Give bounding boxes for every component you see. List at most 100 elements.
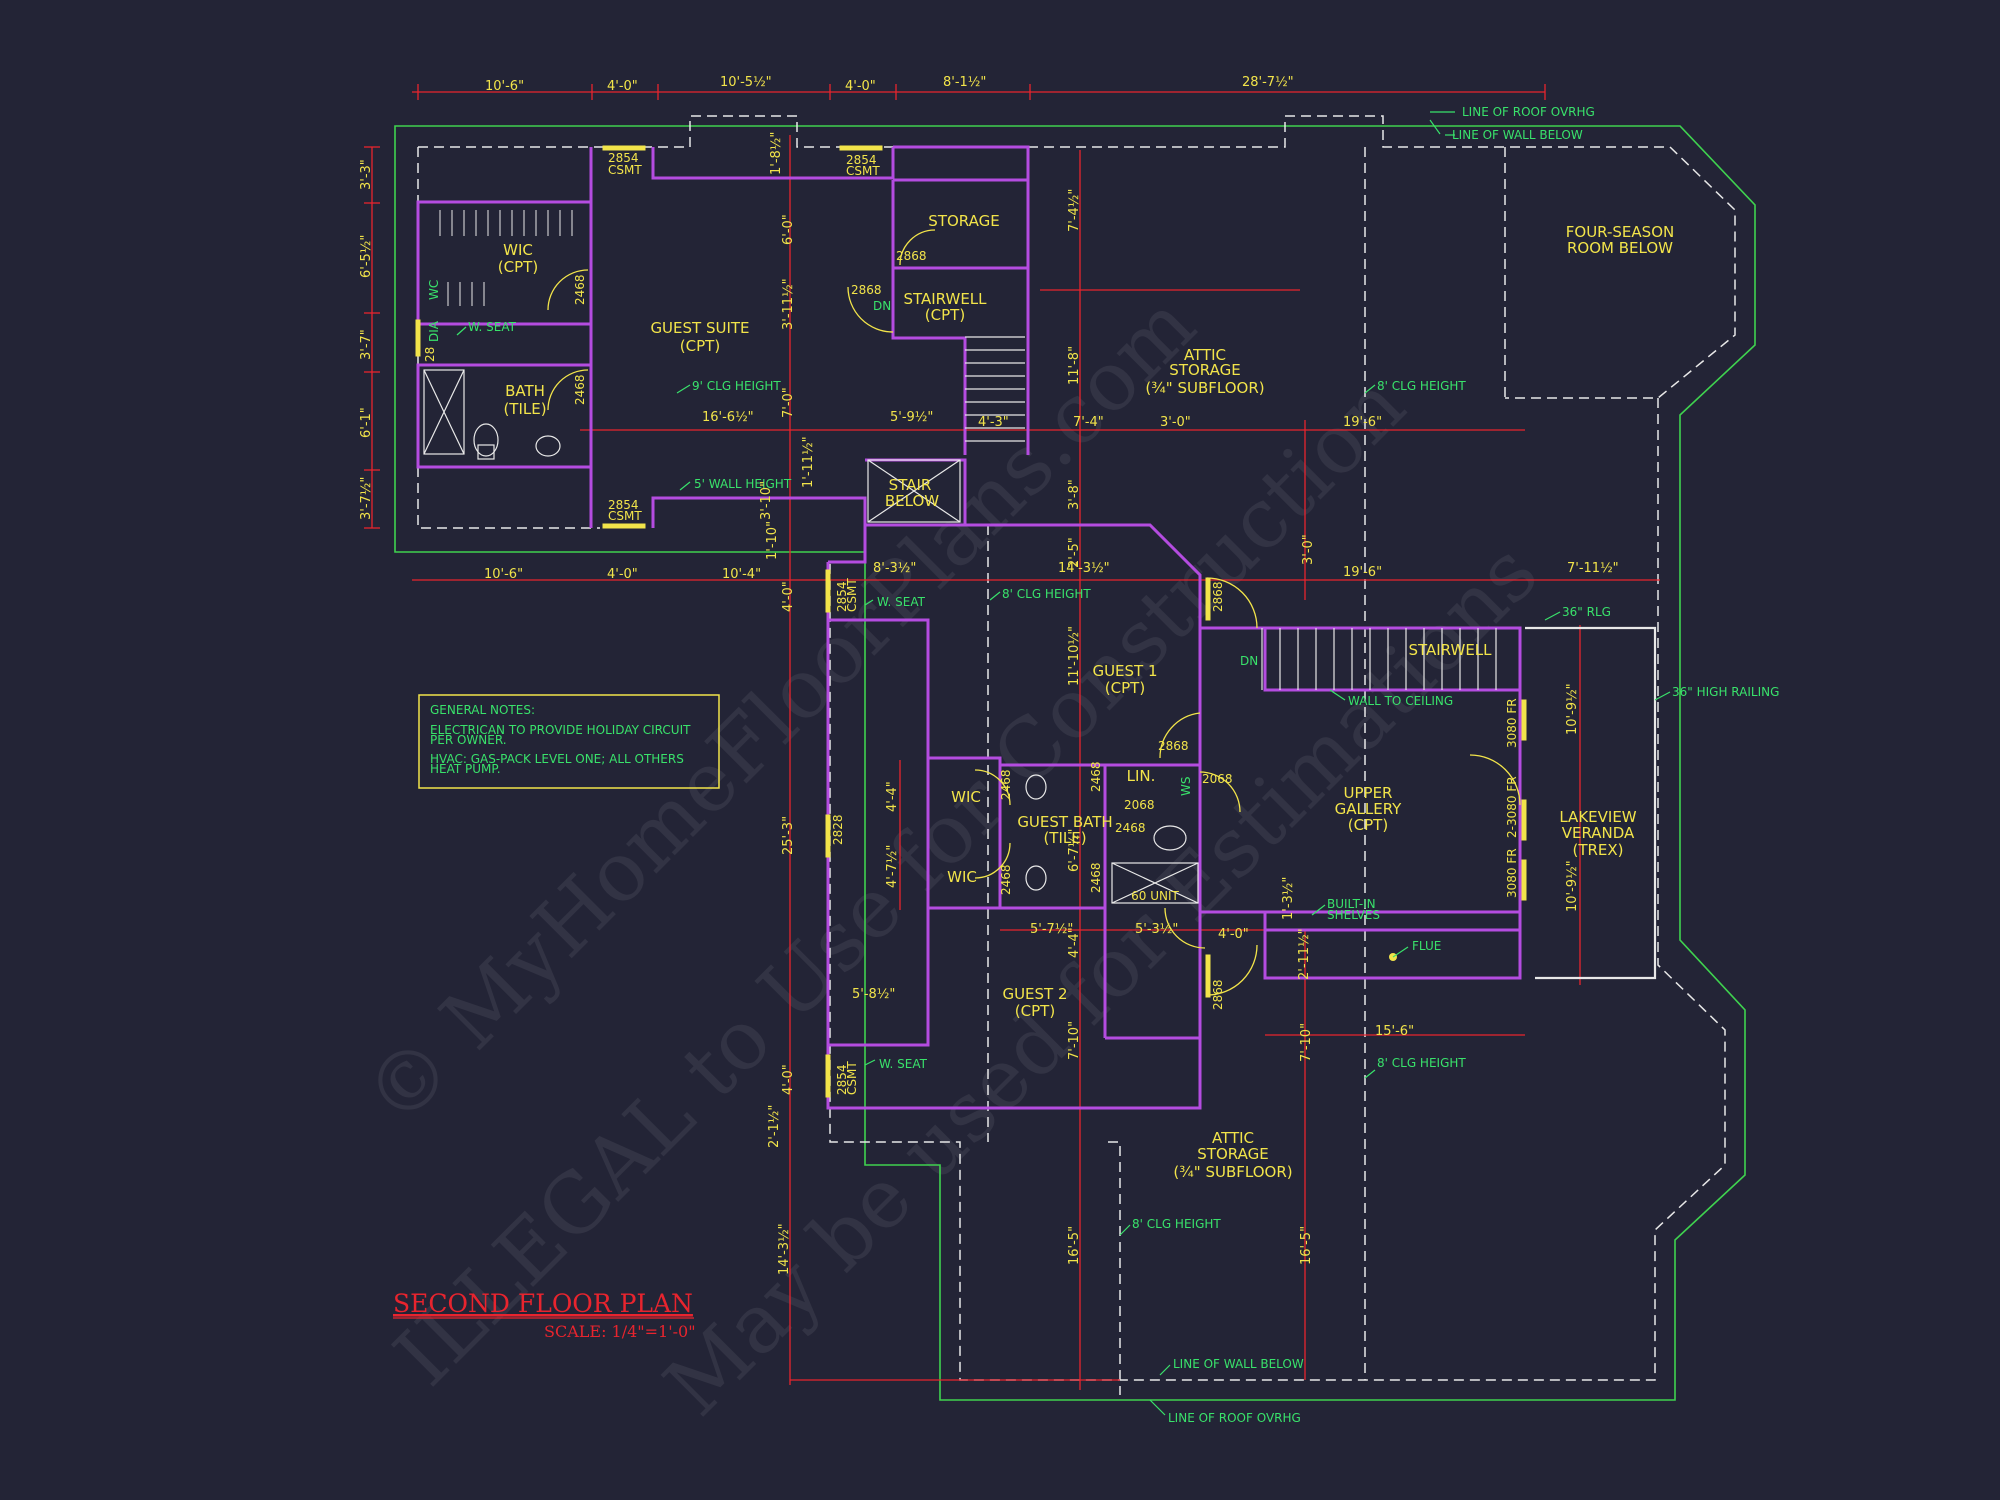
dim-l-10: 5'-7½": [1030, 922, 1073, 937]
dim-mid-4: 8'-3½": [873, 561, 916, 576]
dim-l-2: 25'-3": [781, 816, 796, 855]
dim-l-17: 2'-11½": [1297, 928, 1312, 980]
dim-inner-4: 7'-4": [1073, 415, 1104, 430]
tag-csmt-1-size: 2854: [608, 151, 639, 165]
tag-2468-d: 2468: [1089, 761, 1103, 792]
notes-item-1-line-2: PER OWNER.: [430, 733, 507, 747]
dim-v-7: 3'-10": [759, 481, 774, 520]
dim-left-2: 6'-5½": [359, 235, 374, 278]
room-attic-bottom-3: (¾" SUBFLOOR): [1173, 1163, 1292, 1181]
room-guest-2-name: GUEST 2: [1002, 985, 1067, 1003]
note-clg-9: 9' CLG HEIGHT: [692, 379, 781, 393]
window-markers: [415, 145, 1527, 1098]
room-wic-b: WIC: [947, 868, 977, 886]
tag-csmt-3-size: 2854: [608, 498, 639, 512]
tag-2068-a: 2068: [1124, 798, 1155, 812]
dim-v-1: 1'-8½": [769, 132, 784, 175]
tag-fr-3: 3080 FR: [1505, 848, 1519, 898]
dim-inner-1: 16'-6½": [702, 410, 754, 425]
room-veranda-2: VERANDA: [1562, 824, 1635, 842]
note-roof-ovrhg-top: LINE OF ROOF OVRHG: [1462, 105, 1595, 119]
note-wall-below-bottom: LINE OF WALL BELOW: [1173, 1357, 1304, 1371]
dim-l-23: 10'-9½": [1565, 860, 1580, 912]
dim-v-9: 11'-8": [1067, 346, 1082, 385]
dim-v-11: 2'-5": [1067, 537, 1082, 568]
plan-scale: SCALE: 1/4"=1'-0": [544, 1322, 696, 1341]
dim-l-4: 4'-7½": [885, 845, 900, 888]
note-dia: DIA: [427, 320, 441, 342]
dim-l-13: 7'-10": [1067, 1021, 1082, 1060]
dim-left-4: 6'-1": [359, 407, 374, 438]
dim-l-6: 4'-0": [781, 1064, 796, 1095]
notes-item-2-line-1: HVAC: GAS-PACK LEVEL ONE; ALL OTHERS: [430, 752, 684, 766]
veranda-railing: [1525, 626, 1657, 980]
dim-left-5: 3'-7½": [359, 477, 374, 520]
dim-mid-1: 10'-6": [484, 567, 523, 582]
room-guest-2-floor: (CPT): [1015, 1002, 1055, 1020]
dim-l-14: 16'-5": [1067, 1226, 1082, 1265]
tag-2468-a: 2468: [1115, 821, 1146, 835]
room-stairwell-top-name: STAIRWELL: [903, 290, 987, 308]
room-upper-gallery-2: GALLERY: [1335, 800, 1403, 818]
dim-l-15: 5'-3½": [1135, 922, 1178, 937]
tag-csmt-2-size: 2854: [846, 153, 877, 167]
dim-l-9: 11'-10½": [1067, 626, 1082, 686]
tag-csmt-4-size: 2854: [835, 581, 849, 612]
general-notes-box: [418, 694, 720, 789]
room-wic-top-floor: (CPT): [498, 258, 538, 276]
note-built-in-2: SHELVES: [1327, 908, 1380, 922]
dim-l-20: 7'-10": [1299, 1023, 1314, 1062]
room-attic-top-3: (¾" SUBFLOOR): [1145, 379, 1264, 397]
dim-l-21: 16'-5": [1299, 1226, 1314, 1265]
note-w-seat-1: W. SEAT: [468, 320, 517, 334]
tag-2868-guest1: 2868: [1158, 739, 1189, 753]
dim-v-10: 3'-8": [1067, 479, 1082, 510]
room-guest-bath-name: GUEST BATH: [1017, 813, 1112, 831]
dim-top-1: 10'-6": [485, 79, 524, 94]
dim-v-6: 1'-11½": [801, 436, 816, 488]
room-attic-top-2: STORAGE: [1169, 361, 1240, 379]
dim-l-22: 10'-9½": [1565, 683, 1580, 735]
tag-2468-b: 2468: [999, 769, 1013, 800]
dim-mid-3: 10'-4": [722, 567, 761, 582]
note-wall-5: 5' WALL HEIGHT: [694, 477, 792, 491]
wall-below-lines: [417, 115, 1736, 1395]
dim-l-19: 15'-6": [1375, 1024, 1414, 1039]
note-dn-2: DN: [1240, 654, 1258, 668]
room-upper-gallery-3: (CPT): [1348, 816, 1388, 834]
room-stair-below-1: STAIR: [889, 476, 932, 494]
tag-csmt-3-type: CSMT: [608, 509, 642, 523]
walls: [416, 145, 1522, 1110]
dim-left-3: 3'-7": [359, 329, 374, 360]
door-tags: 2854 CSMT 2854 CSMT 2854 CSMT 2854 CSMT …: [423, 151, 1519, 1095]
dim-l-12: 4'-4": [1067, 927, 1082, 958]
room-attic-bottom-2: STORAGE: [1197, 1145, 1268, 1163]
note-w-seat-2: W. SEAT: [877, 595, 926, 609]
dim-inner-6: 19'-6": [1343, 415, 1382, 430]
room-attic-bottom-1: ATTIC: [1212, 1129, 1254, 1147]
tag-csmt-5-type: CSMT: [845, 1061, 859, 1095]
room-veranda-3: (TREX): [1572, 841, 1623, 859]
dim-l-18: 1'-3½": [1281, 877, 1296, 920]
room-lin: LIN.: [1127, 767, 1156, 785]
room-veranda-1: LAKEVIEW: [1559, 808, 1636, 826]
tag-2868-guest2: 2868: [1211, 979, 1225, 1010]
leaders: [456, 111, 1671, 1416]
dimension-lines: [364, 84, 1660, 1390]
dim-mid-6: 19'-6": [1343, 565, 1382, 580]
room-four-season-1: FOUR-SEASON: [1566, 223, 1674, 241]
notes-item-2-line-2: HEAT PUMP.: [430, 762, 501, 776]
door-swings: [547, 229, 1521, 996]
dim-l-16: 4'-0": [1218, 927, 1249, 942]
dimension-texts: 10'-6" 4'-0" 10'-5½" 4'-0" 8'-1½" 28'-7½…: [359, 75, 1619, 1275]
notes-item-1-line-1: ELECTRICAN TO PROVIDE HOLIDAY CIRCUIT: [430, 723, 691, 737]
note-flue: FLUE: [1412, 939, 1441, 953]
room-bath-top-name: BATH: [505, 382, 545, 400]
room-storage: STORAGE: [928, 212, 999, 230]
note-clg-8-b: 8' CLG HEIGHT: [1377, 379, 1466, 393]
room-stairwell-top-floor: (CPT): [925, 306, 965, 324]
room-wic-a: WIC: [951, 788, 981, 806]
room-stair-below-2: BELOW: [885, 492, 939, 510]
note-roof-ovrhg-bottom: LINE OF ROOF OVRHG: [1168, 1411, 1301, 1425]
